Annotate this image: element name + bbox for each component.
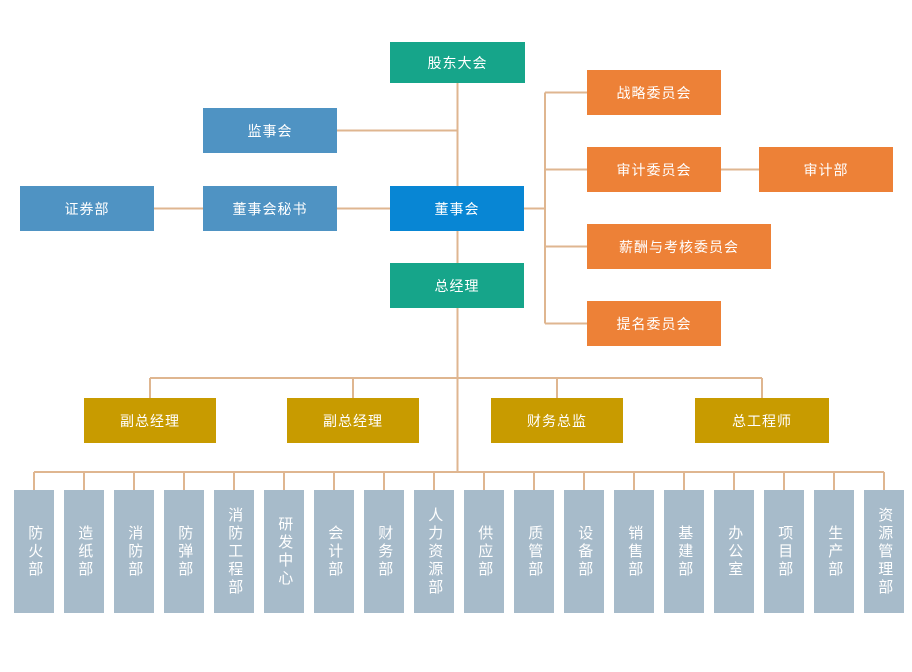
node-label: 监事会 [247,122,293,139]
node-label: 消防工程部 [226,506,244,597]
node-label: 会计部 [326,524,344,579]
node-dept-finance: 财务部 [364,490,404,613]
node-dept-human-resources: 人力资源部 [414,490,454,613]
node-label: 薪酬与考核委员会 [619,238,739,255]
node-deputy-gm-2: 副总经理 [287,398,419,443]
node-label: 提名委员会 [616,315,692,332]
node-label: 总经理 [434,277,480,294]
node-dept-infrastructure: 基建部 [664,490,704,613]
node-finance-director: 财务总监 [491,398,623,443]
node-label: 副总经理 [323,412,383,429]
node-dept-project: 项目部 [764,490,804,613]
node-audit-dept: 审计部 [759,147,893,192]
node-board-of-directors: 董事会 [390,186,524,231]
node-board-secretary: 董事会秘书 [203,186,337,231]
node-label: 销售部 [626,524,644,579]
node-dept-fire-prevention: 防火部 [14,490,54,613]
node-label: 审计委员会 [616,161,692,178]
node-label: 审计部 [803,161,849,178]
node-label: 消防部 [126,524,144,579]
node-label: 证券部 [64,200,110,217]
node-dept-rnd-center: 研发中心 [264,490,304,613]
node-label: 质管部 [526,524,544,579]
node-dept-sales: 销售部 [614,490,654,613]
node-dept-papermaking: 造纸部 [64,490,104,613]
node-label: 战略委员会 [616,84,692,101]
node-dept-production: 生产部 [814,490,854,613]
node-deputy-gm-1: 副总经理 [84,398,216,443]
node-dept-quality: 质管部 [514,490,554,613]
node-label: 防弹部 [176,524,194,579]
node-label: 人力资源部 [426,506,444,597]
node-general-manager: 总经理 [390,263,524,308]
node-label: 设备部 [576,524,594,579]
node-supervisory-board: 监事会 [203,108,337,153]
node-label: 防火部 [26,524,44,579]
node-dept-supply: 供应部 [464,490,504,613]
node-label: 财务部 [376,524,394,579]
node-label: 项目部 [776,524,794,579]
node-dept-resource-management: 资源管理部 [864,490,904,613]
node-label: 生产部 [826,524,844,579]
node-compensation-committee: 薪酬与考核委员会 [587,224,771,269]
node-label: 供应部 [476,524,494,579]
node-label: 股东大会 [427,54,488,71]
node-dept-fire-engineering: 消防工程部 [214,490,254,613]
node-label: 基建部 [676,524,694,579]
node-label: 董事会秘书 [232,200,308,217]
node-audit-committee: 审计委员会 [587,147,721,192]
node-label: 研发中心 [276,515,294,588]
node-dept-office: 办公室 [714,490,754,613]
node-label: 财务总监 [527,412,587,429]
node-label: 董事会 [434,200,480,217]
node-label: 办公室 [726,524,744,579]
node-dept-bulletproof: 防弹部 [164,490,204,613]
node-chief-engineer: 总工程师 [695,398,829,443]
node-shareholders-meeting: 股东大会 [390,42,525,83]
node-label: 总工程师 [732,412,792,429]
node-dept-equipment: 设备部 [564,490,604,613]
node-label: 副总经理 [120,412,180,429]
node-securities-dept: 证券部 [20,186,154,231]
node-label: 造纸部 [76,524,94,579]
node-dept-accounting: 会计部 [314,490,354,613]
node-nomination-committee: 提名委员会 [587,301,721,346]
node-dept-firefighting: 消防部 [114,490,154,613]
node-label: 资源管理部 [876,506,894,597]
node-strategy-committee: 战略委员会 [587,70,721,115]
